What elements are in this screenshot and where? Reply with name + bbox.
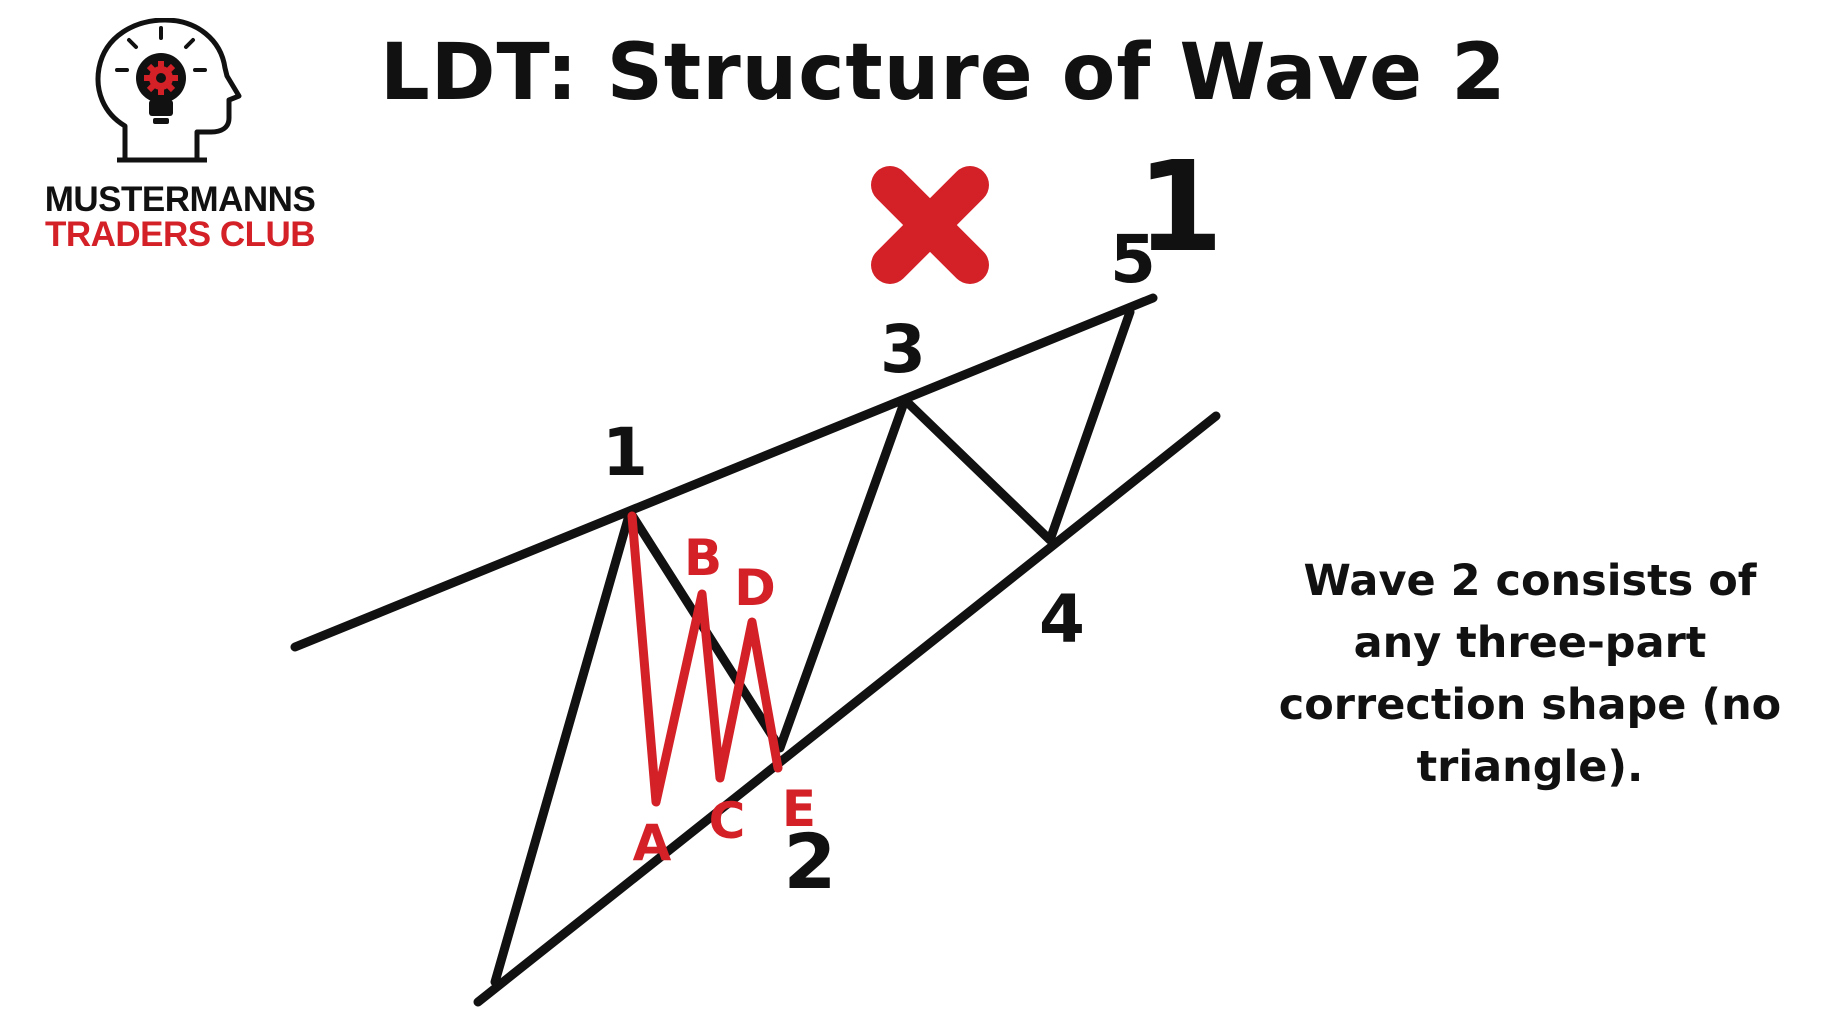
page-title: LDT: Structure of Wave 2 (380, 28, 1507, 118)
head-lightbulb-gear-icon (95, 18, 242, 163)
wave-label-4: 4 (1039, 581, 1085, 658)
subwave-label-b: B (684, 529, 722, 587)
description-text: Wave 2 consists of any three-part correc… (1278, 556, 1782, 792)
subwave-label-e: E (782, 780, 816, 838)
lower-trendline (473, 411, 1221, 1007)
logo-text-bottom: TRADERS CLUB (44, 215, 316, 254)
wave-label-3: 3 (880, 311, 926, 388)
upper-trendline (290, 293, 1158, 652)
degree-label: 1 (1137, 135, 1224, 280)
subwave-label-a: A (633, 814, 672, 872)
red-x-icon (871, 166, 989, 284)
wave-2-subwave-path (627, 511, 783, 807)
wave-label-1: 1 (602, 414, 648, 491)
wave-label-2: 2 (784, 817, 837, 906)
brand-logo: MUSTERMANNS TRADERS CLUB (25, 18, 335, 258)
wave-label-5: 5 (1110, 221, 1156, 298)
subwave-label-d: D (734, 559, 776, 617)
logo-text-top: MUSTERMANNS (44, 180, 316, 219)
wave-path (490, 307, 1135, 987)
subwave-label-c: C (709, 792, 746, 850)
